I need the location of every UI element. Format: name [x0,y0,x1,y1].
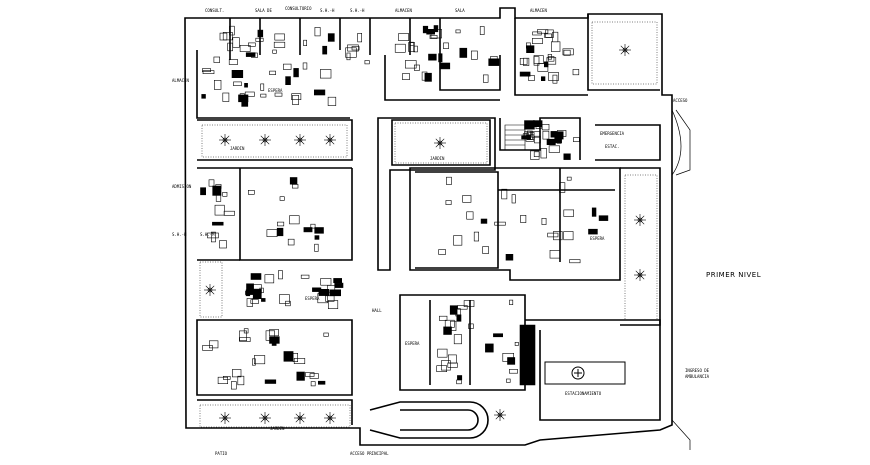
building-walls [184,7,673,446]
label-center-5: JARDIN [230,146,245,151]
label-center-6: JARDIN [430,156,445,161]
label-top-1: SALA DE [255,8,272,13]
label-right-1: EMERGENCIA [600,131,625,136]
label-left-1: ADMISION [172,184,192,189]
label-top-7: ALMACEN [530,8,547,13]
label-right-3: INGRESO DE [685,368,710,373]
label-right-0: ACCESO [673,98,688,103]
entrance-ramp [671,109,691,450]
label-center-7: JARDIN [270,426,285,431]
label-top-2: CONSULTORIO [285,6,312,11]
label-center-0: HALL [372,308,382,313]
furniture-clusters [200,25,609,390]
label-right-4: AMBULANCIA [685,374,710,379]
label-center-2: ESPERA [305,296,320,301]
label-left-2: S.H.-H [172,232,187,237]
label-left-0: ALMACEN [172,78,189,83]
label-top-5: ALMACEN [395,8,412,13]
plant-symbols [204,44,646,424]
label-top-6: SALA [455,8,465,13]
label-center-3: ESPERA [405,341,420,346]
stairs [504,124,536,386]
label-bottom-1: PATIO [215,451,228,456]
label-right-2: ESTAC. [605,144,619,149]
drawing-title: PRIMER NIVEL [706,271,761,279]
label-bottom-2: ESTACIONAMIENTO [565,391,602,396]
label-center-4: ESPERA [590,236,605,241]
label-bottom-0: ACCESO PRINCIPAL [350,451,389,456]
label-top-3: S.H.-H [320,8,335,13]
label-top-4: S.H.-H [350,8,365,13]
label-left-3: S.H.-M [200,232,215,237]
ambulance-icon [544,361,626,385]
label-center-1: ESPERA [268,88,283,93]
label-top-0: CONSULT. [205,8,224,13]
garden-hatch [199,21,658,428]
